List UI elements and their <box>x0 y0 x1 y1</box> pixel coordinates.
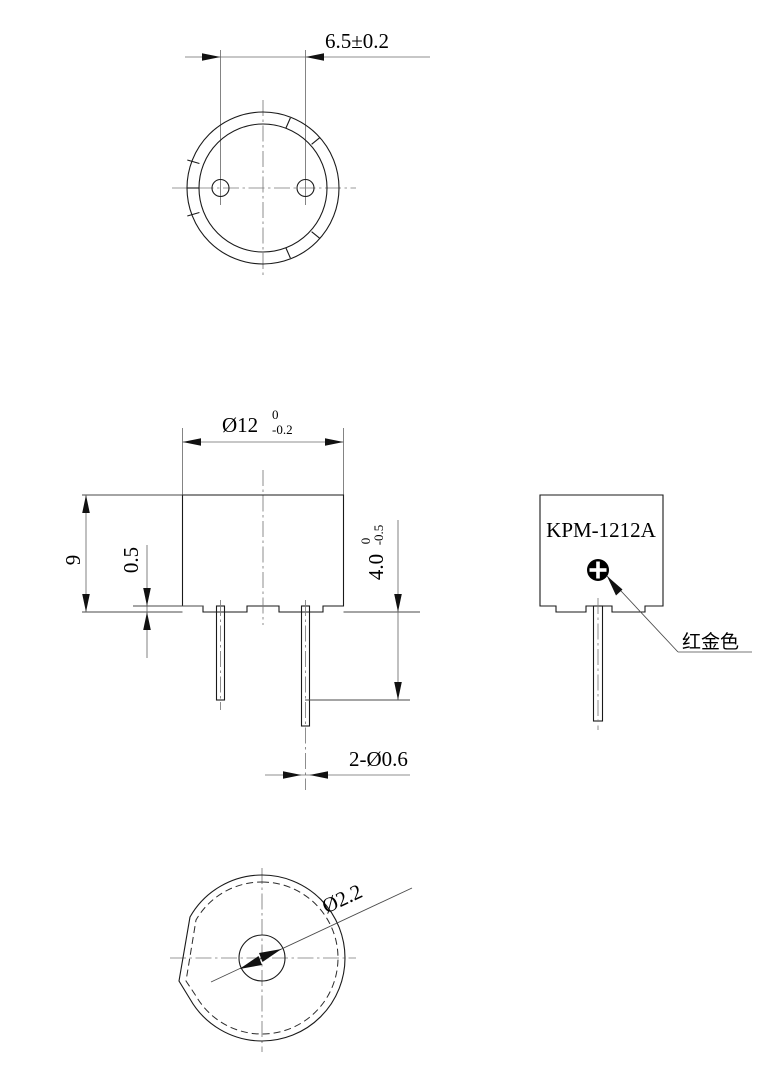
svg-text:4.0: 4.0 <box>364 554 388 580</box>
front-view-pin-right <box>300 600 311 790</box>
bottom-view: Ø2.2 <box>170 868 413 1052</box>
svg-text:0: 0 <box>272 407 279 422</box>
side-view-part-label: KPM-1212A <box>546 518 657 542</box>
top-view-arrow-left <box>202 53 221 61</box>
bottom-view-inner-profile <box>185 881 339 1035</box>
side-view: KPM-1212A 红金色 <box>539 494 752 730</box>
dim-pin-pitch-label: 6.5±0.2 <box>325 29 389 53</box>
dim-body-height: 9 <box>61 495 90 612</box>
front-view-pin-left <box>215 600 226 710</box>
dim-pin-diameter: 2-Ø0.6 <box>265 747 410 779</box>
side-view-pin <box>592 598 604 730</box>
top-view-arrow-right <box>305 53 324 61</box>
front-view: Ø12 0 -0.2 9 <box>61 407 420 790</box>
svg-text:0.5: 0.5 <box>119 547 143 573</box>
bottom-view-sound-hole <box>238 934 286 982</box>
side-view-body-outline <box>539 494 664 613</box>
svg-text:-0.2: -0.2 <box>272 422 293 437</box>
svg-text:9: 9 <box>61 555 85 566</box>
svg-text:-0.5: -0.5 <box>371 525 386 546</box>
side-view-leader-arrow <box>607 576 623 596</box>
top-view-ring-segments <box>187 117 321 259</box>
front-view-dia-arrow-right <box>325 438 344 446</box>
bottom-view-dia-arrow-outer <box>239 956 262 969</box>
front-view-dia-arrow-left <box>182 438 201 446</box>
bottom-view-outer-profile <box>178 874 346 1042</box>
top-view-pin-hole-left <box>211 178 230 198</box>
dim-standoff: 0.5 <box>119 545 203 658</box>
side-view-note-label: 红金色 <box>682 631 739 653</box>
top-view-pin-hole-right <box>296 178 315 198</box>
polarity-plus-icon <box>587 559 609 581</box>
dim-sound-hole-label: Ø2.2 <box>318 879 366 918</box>
svg-text:2-Ø0.6: 2-Ø0.6 <box>349 747 408 771</box>
dim-pin-length: 4.0 0 -0.5 <box>305 520 410 701</box>
bottom-view-dia-arrow-inner <box>259 949 282 962</box>
dim-body-diameter-label: Ø12 0 -0.2 <box>222 407 293 437</box>
svg-text:Ø12: Ø12 <box>222 413 258 437</box>
svg-text:0: 0 <box>358 538 373 545</box>
top-view: 6.5±0.2 <box>172 29 430 278</box>
